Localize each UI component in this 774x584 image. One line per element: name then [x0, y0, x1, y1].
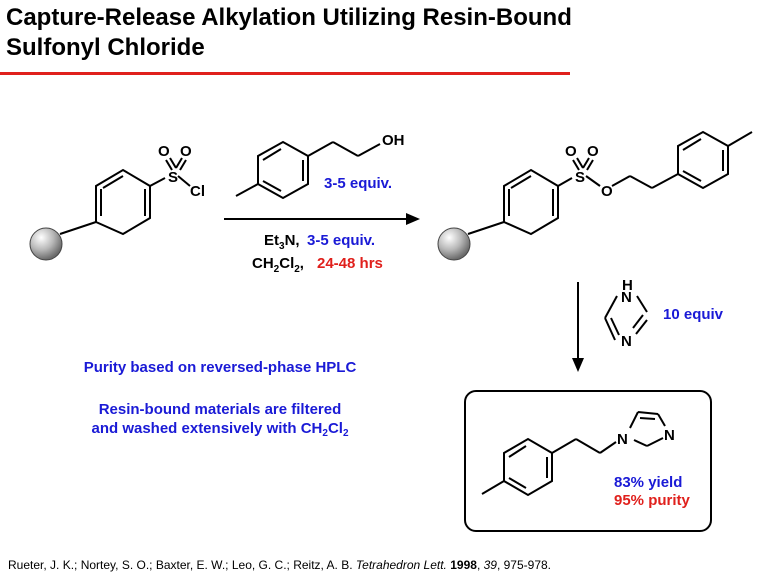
filter-note: Resin-bound materials are filtered and w… — [60, 400, 380, 443]
citation-pages: , 975-978. — [496, 558, 552, 572]
citation-volume: 39 — [483, 558, 497, 572]
imidazole-product — [481, 411, 666, 497]
yield-label: 83% yield — [614, 474, 683, 491]
imidazole-equiv: 10 equiv — [663, 306, 724, 323]
page-title: Capture-Release Alkylation Utilizing Res… — [6, 3, 706, 63]
phenethyl-alcohol — [235, 140, 381, 200]
title-line-1: Capture-Release Alkylation Utilizing Res… — [6, 4, 572, 31]
atom-O-5: O — [601, 183, 613, 200]
atom-Cl: Cl — [190, 183, 205, 200]
atom-OH: OH — [382, 132, 405, 149]
title-line-2: Sulfonyl Chloride — [6, 34, 205, 61]
product-box — [464, 390, 712, 532]
title-divider — [0, 72, 570, 75]
base-label: Et3N, — [264, 232, 300, 252]
atom-S-1: S — [168, 169, 178, 186]
solvent-label: CH2Cl2, — [252, 255, 304, 275]
atom-N-1: N — [621, 289, 632, 306]
atom-N-3: N — [617, 431, 628, 448]
citation-journal: Tetrahedron Lett. — [355, 558, 447, 572]
resin-sulfonate — [437, 130, 753, 261]
purity-note: Purity based on reversed-phase HPLC — [83, 359, 357, 376]
resin-bead-icon — [437, 227, 471, 261]
resin-bead-icon — [29, 227, 63, 261]
atom-N-2: N — [621, 333, 632, 350]
atom-H: H — [622, 277, 633, 294]
citation-year: 1998 — [450, 558, 477, 572]
citation-authors: Rueter, J. K.; Nortey, S. O.; Baxter, E.… — [8, 558, 353, 572]
atom-O-3: O — [565, 143, 577, 160]
atom-N-4: N — [664, 427, 675, 444]
atom-S-2: S — [575, 169, 585, 186]
reaction-time: 24-48 hrs — [317, 255, 383, 272]
reaction-arrow-1 — [224, 213, 420, 225]
resin-sulfonyl-chloride — [29, 157, 191, 261]
filter-note-line-2: and washed extensively with CH2Cl2 — [91, 420, 349, 439]
citation: Rueter, J. K.; Nortey, S. O.; Baxter, E.… — [8, 558, 552, 572]
base-equiv: 3-5 equiv. — [307, 232, 375, 249]
reaction-arrow-2 — [572, 282, 584, 372]
purity-label: 95% purity — [614, 492, 690, 509]
atom-O-1: O — [158, 143, 170, 160]
imidazole — [604, 295, 648, 341]
filter-note-line-1: Resin-bound materials are filtered — [98, 401, 342, 418]
atom-O-4: O — [587, 143, 599, 160]
alcohol-equiv: 3-5 equiv. — [324, 175, 392, 192]
atom-O-2: O — [180, 143, 192, 160]
